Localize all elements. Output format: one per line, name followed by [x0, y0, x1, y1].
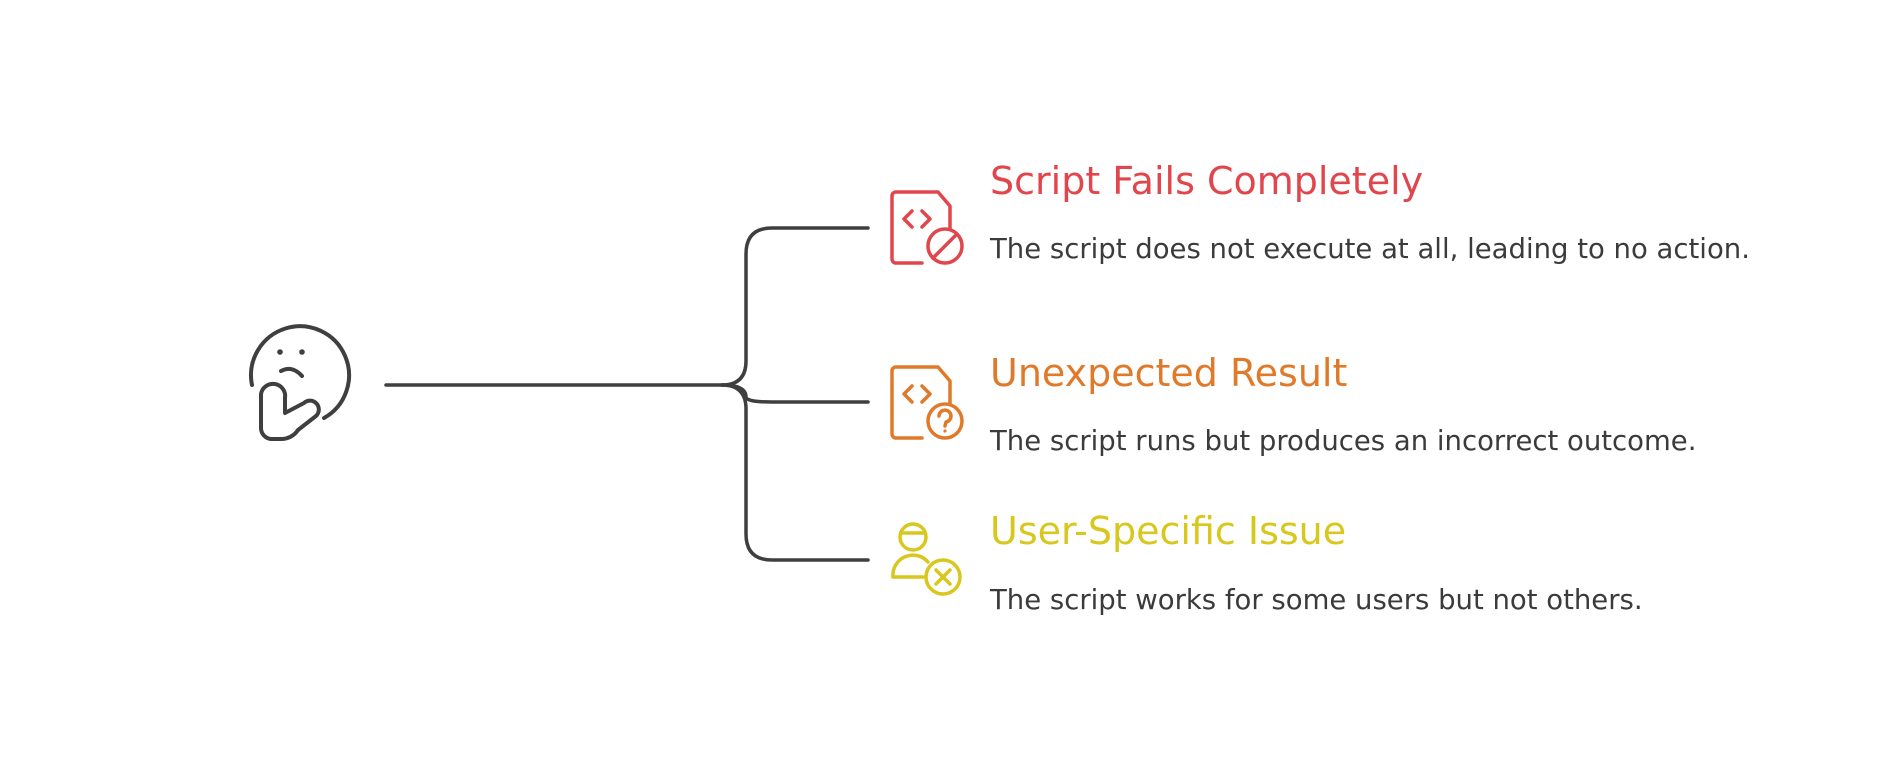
- connector-lines: [384, 226, 870, 562]
- user-remove-icon: [891, 522, 962, 596]
- branch-description-user-specific: The script works for some users but not …: [990, 584, 1643, 616]
- code-file-question-icon: [890, 365, 964, 440]
- thinking-face-icon: [249, 324, 352, 442]
- branch-title-script-fails: Script Fails Completely: [990, 159, 1424, 203]
- code-file-blocked-icon: [890, 190, 964, 265]
- branch-title-unexpected-result: Unexpected Result: [990, 351, 1348, 395]
- connector-branch-3: [720, 383, 870, 562]
- branch-description-script-fails: The script does not execute at all, lead…: [990, 233, 1750, 265]
- branch-description-unexpected-result: The script runs but produces an incorrec…: [990, 425, 1697, 457]
- connector-branch-1: [720, 226, 870, 387]
- branch-title-user-specific: User-Specific Issue: [990, 509, 1347, 553]
